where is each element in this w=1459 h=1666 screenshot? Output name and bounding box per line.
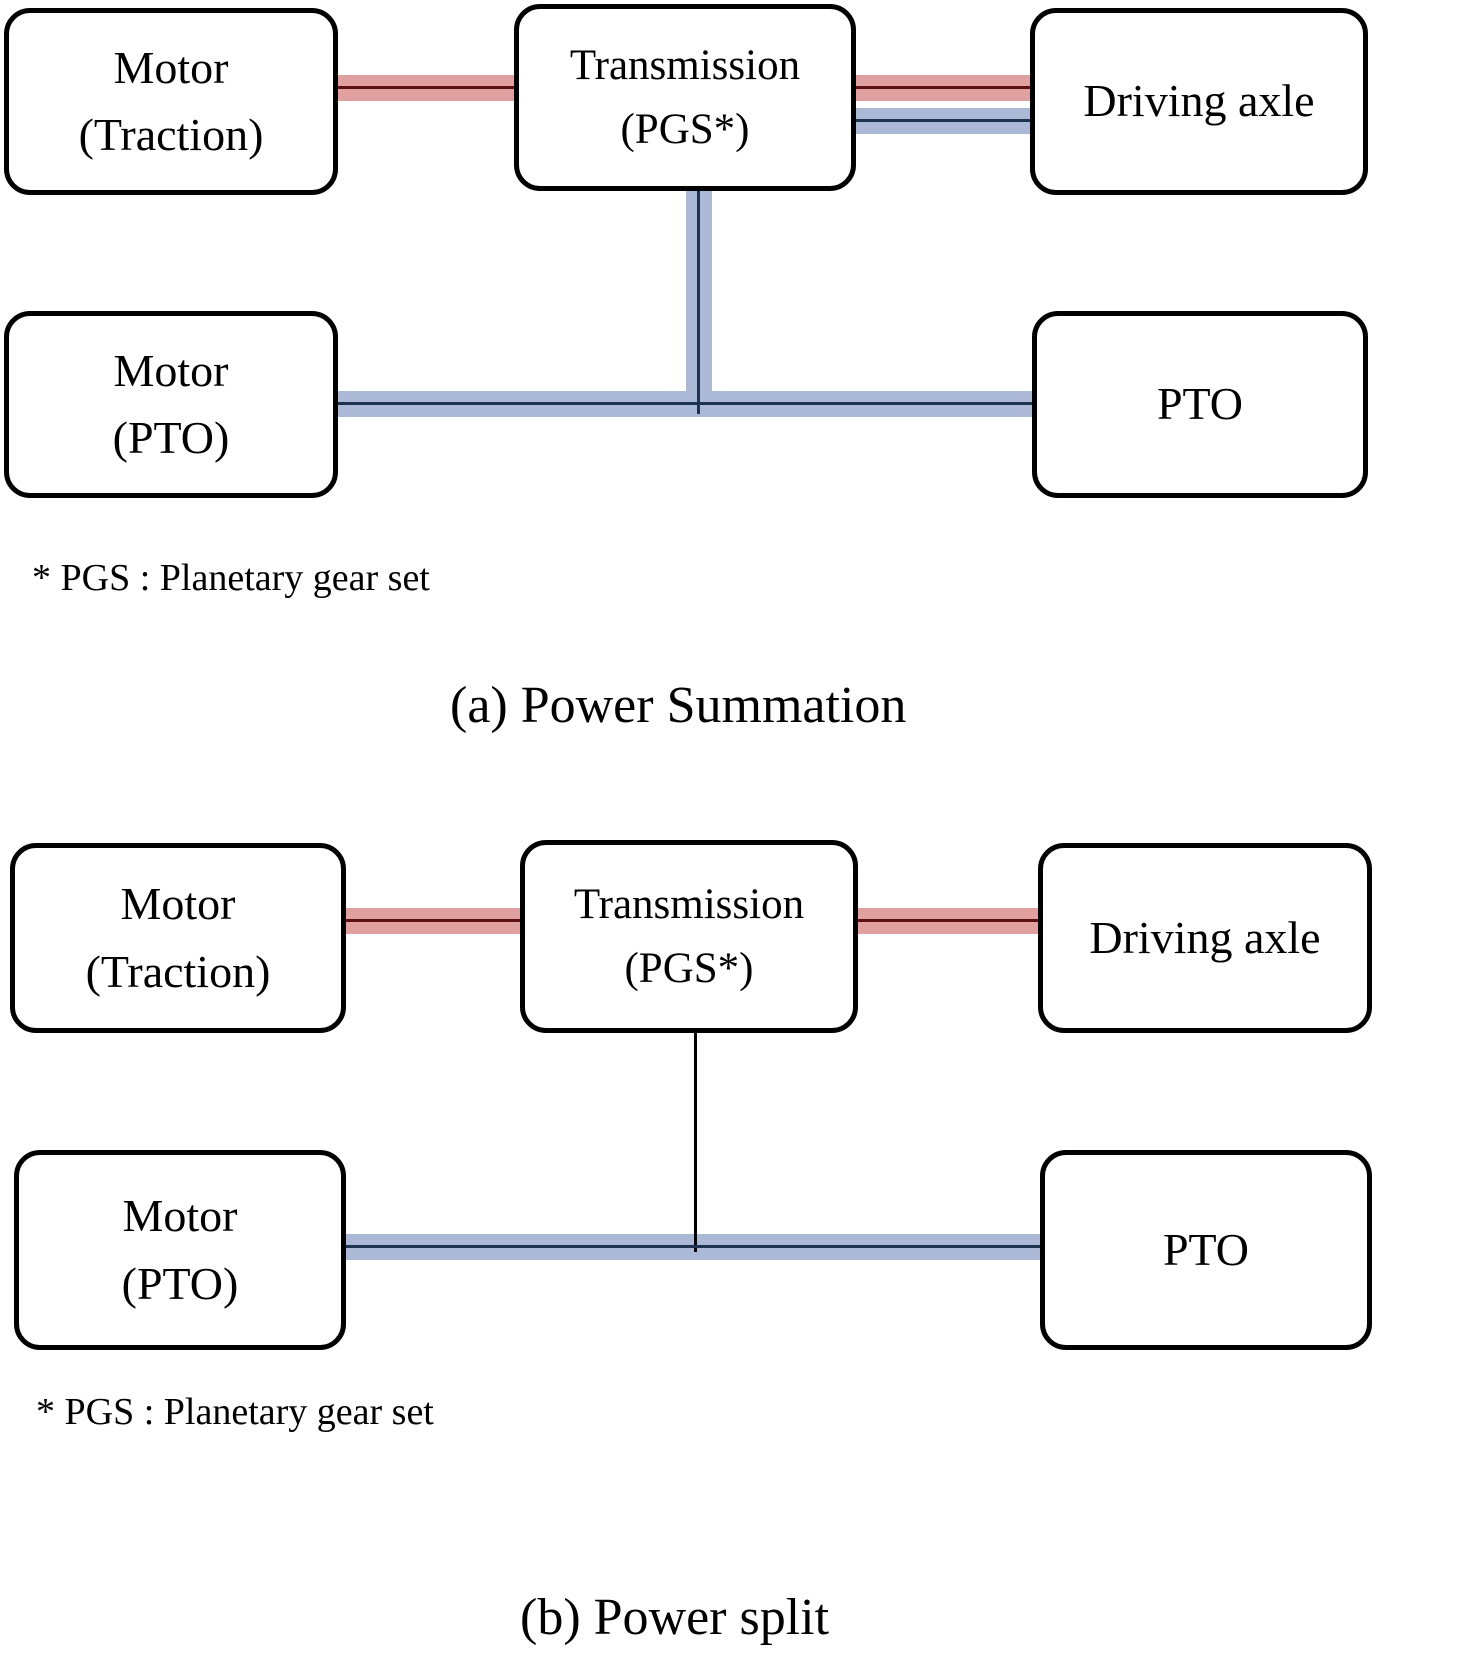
node-pto-b[interactable]: PTO: [1040, 1150, 1372, 1350]
node-label-line1: Motor: [120, 878, 236, 930]
node-label-line2: (PGS*): [620, 105, 750, 153]
node-label-line1: Driving axle: [1083, 75, 1315, 127]
footnote-pgs-b: * PGS : Planetary gear set: [36, 1391, 434, 1433]
link-line-transmission-axle-blue-a: [686, 119, 1032, 122]
node-motor-traction-a[interactable]: Motor (Traction): [4, 8, 338, 195]
caption-panel-b: (b) Power split: [520, 1589, 830, 1646]
caption-panel-a: (a) Power Summation: [450, 677, 907, 734]
link-line-transmission-pto-vertical-a: [697, 108, 700, 414]
node-driving-axle-b[interactable]: Driving axle: [1038, 843, 1372, 1033]
node-label-line1: Motor: [113, 41, 229, 93]
node-label-line1: Transmission: [573, 881, 805, 929]
link-line-pto-blue-b: [345, 1245, 1043, 1248]
node-label-line1: Driving axle: [1089, 911, 1321, 963]
node-label-line1: Motor: [113, 344, 229, 396]
node-label-line2: (PGS*): [624, 944, 754, 992]
node-motor-pto-a[interactable]: Motor (PTO): [4, 311, 338, 498]
node-label-line2: (Traction): [78, 109, 264, 161]
node-label-line2: (PTO): [121, 1257, 239, 1309]
node-transmission-a[interactable]: Transmission (PGS*): [514, 4, 856, 191]
link-line-transmission-pto-vertical-b: [694, 1030, 697, 1252]
footnote-pgs-a: * PGS : Planetary gear set: [32, 557, 430, 599]
link-line-pto-blue-a: [336, 402, 1036, 405]
node-label-line2: (PTO): [112, 412, 230, 464]
node-label-line1: PTO: [1162, 1223, 1250, 1275]
node-label-line1: Motor: [122, 1190, 238, 1242]
node-motor-pto-b[interactable]: Motor (PTO): [14, 1150, 346, 1350]
node-pto-a[interactable]: PTO: [1032, 311, 1368, 498]
node-driving-axle-a[interactable]: Driving axle: [1030, 8, 1368, 195]
node-label-line1: PTO: [1156, 378, 1244, 430]
node-label-line1: Transmission: [569, 42, 801, 90]
node-label-line2: (Traction): [85, 945, 271, 997]
node-transmission-b[interactable]: Transmission (PGS*): [520, 840, 858, 1033]
node-motor-traction-b[interactable]: Motor (Traction): [10, 843, 346, 1033]
